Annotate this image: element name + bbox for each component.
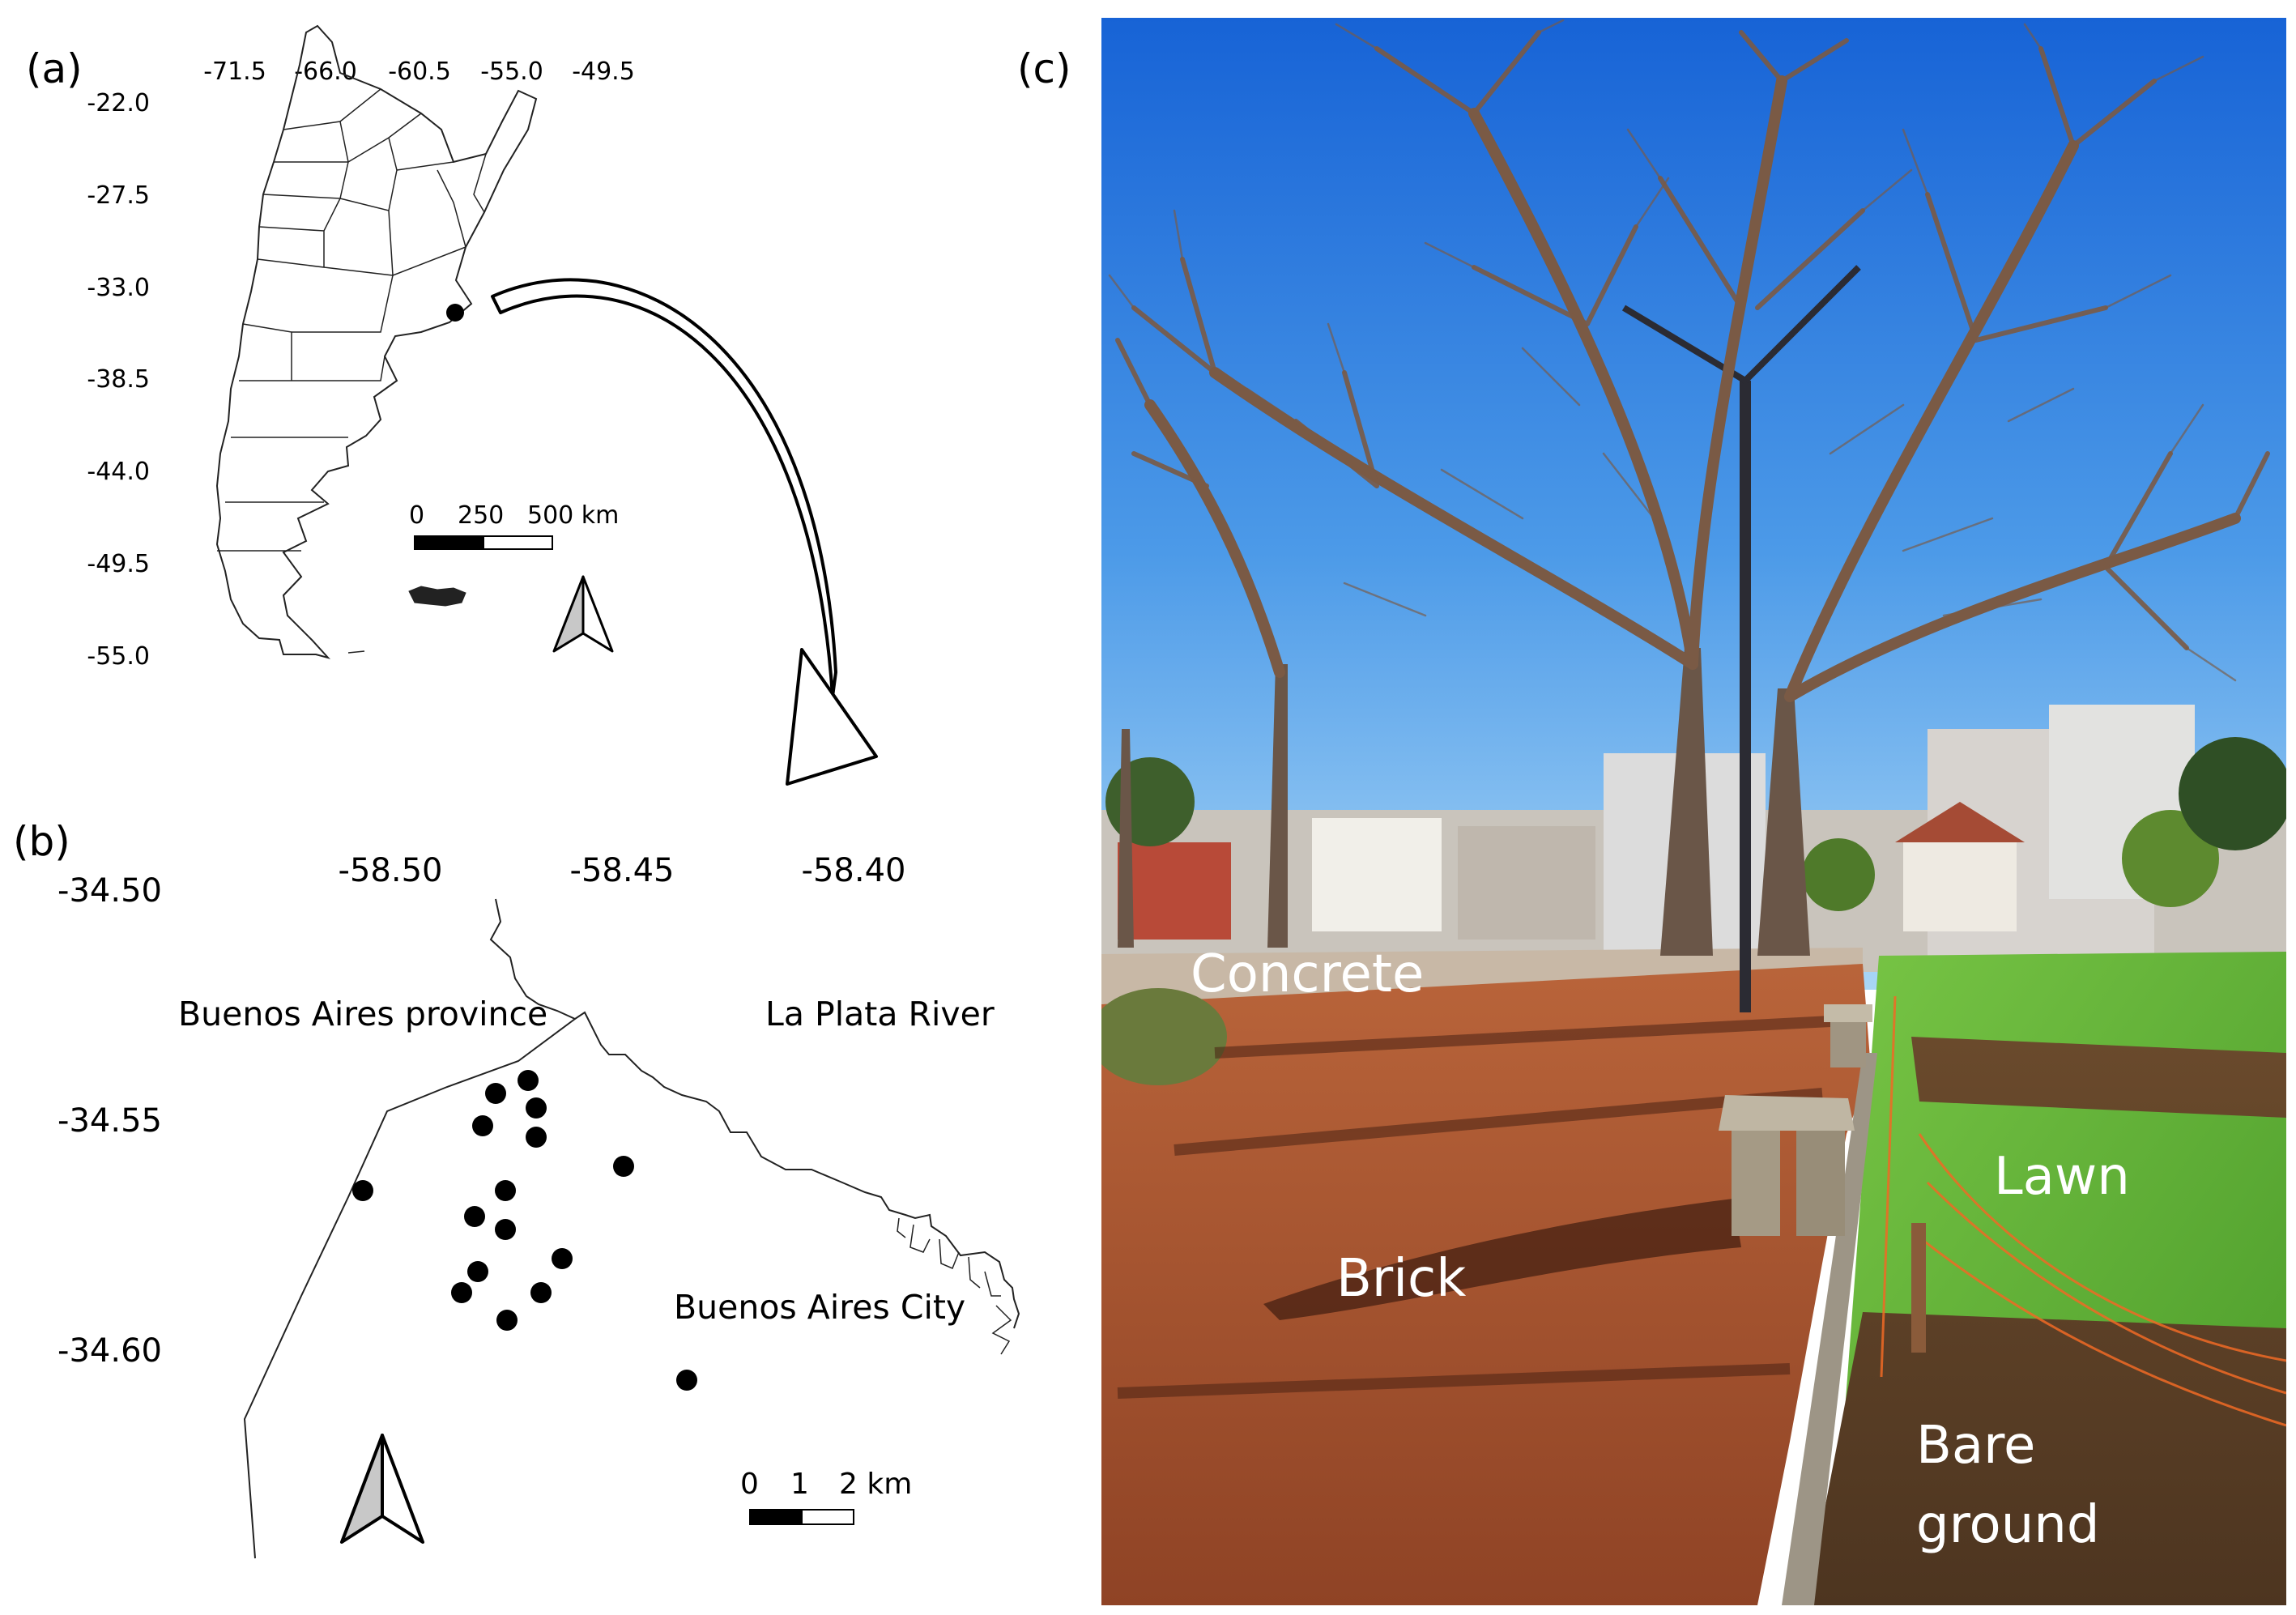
bare-ground-area bbox=[1806, 1037, 2286, 1605]
lon-tick: -71.5 bbox=[203, 58, 266, 86]
label-lawn: Lawn bbox=[1994, 1147, 2130, 1207]
lat-tick: -49.5 bbox=[87, 550, 150, 578]
lamp-post bbox=[1740, 381, 1751, 1012]
port-docks bbox=[897, 1217, 1012, 1355]
scale-label: 1 bbox=[790, 1468, 809, 1501]
label-bare-line2: ground bbox=[1916, 1495, 2099, 1555]
coastline bbox=[489, 898, 1020, 1329]
panel-c: (c) bbox=[1017, 18, 2286, 1605]
site-dot bbox=[518, 1070, 539, 1091]
lat-tick: -55.0 bbox=[87, 642, 150, 671]
bench-shadow bbox=[1263, 1199, 1741, 1320]
panel-a-label: (a) bbox=[26, 45, 83, 92]
label-brick: Brick bbox=[1336, 1249, 1466, 1309]
scale-label: 0 bbox=[409, 501, 424, 530]
staten-island bbox=[347, 650, 365, 654]
lat-tick: -44.0 bbox=[87, 458, 150, 486]
lat-tick: -22.0 bbox=[87, 89, 150, 117]
lon-tick: -49.5 bbox=[572, 58, 635, 86]
argentina-outline bbox=[215, 24, 538, 659]
lon-tick: -58.50 bbox=[339, 852, 443, 889]
lat-tick: -34.55 bbox=[58, 1102, 162, 1140]
tree-branches bbox=[1108, 19, 2270, 702]
panel-b-label: (b) bbox=[13, 818, 70, 865]
site-dot bbox=[496, 1310, 518, 1331]
scale-segment-black bbox=[414, 535, 484, 550]
lat-tick: -27.5 bbox=[87, 181, 150, 210]
label-concrete: Concrete bbox=[1191, 944, 1424, 1004]
lat-tick: -34.60 bbox=[58, 1332, 162, 1370]
panel-a-lon-ticks: -71.5 -66.0 -60.5 -55.0 -49.5 bbox=[203, 58, 635, 86]
site-dot bbox=[451, 1282, 472, 1303]
place-city: Buenos Aires City bbox=[674, 1288, 965, 1327]
general-paz-boundary bbox=[243, 1018, 576, 1559]
lon-tick: -60.5 bbox=[388, 58, 451, 86]
lon-tick: -58.45 bbox=[570, 852, 675, 889]
site-dot bbox=[613, 1156, 634, 1177]
scale-segment-white bbox=[483, 535, 553, 550]
site-dot bbox=[552, 1248, 573, 1269]
place-river: La Plata River bbox=[765, 995, 995, 1033]
site-dot bbox=[495, 1180, 516, 1201]
scale-label: 2 km bbox=[839, 1468, 912, 1501]
site-dot bbox=[530, 1282, 552, 1303]
site-dot bbox=[485, 1083, 506, 1104]
argentina-map bbox=[215, 24, 538, 659]
panel-a-scale-bar: 0 250 500 km bbox=[409, 501, 619, 550]
province-border bbox=[217, 88, 487, 552]
shrub bbox=[1101, 988, 1227, 1085]
orange-fence bbox=[1880, 995, 2286, 1427]
zoom-arrow-icon bbox=[491, 278, 878, 786]
site-dot bbox=[495, 1219, 516, 1240]
scale-label: 250 bbox=[458, 501, 504, 530]
lat-tick: -33.0 bbox=[87, 274, 150, 302]
panel-b-boundaries bbox=[243, 898, 1020, 1559]
scale-segment-white bbox=[801, 1509, 854, 1525]
lat-tick: -38.5 bbox=[87, 365, 150, 394]
north-arrow-icon bbox=[340, 1434, 424, 1544]
panel-b-scale-bar: 0 1 2 km bbox=[740, 1468, 912, 1525]
tree-trunks bbox=[1118, 648, 1810, 956]
north-arrow-icon bbox=[552, 575, 614, 653]
site-dot bbox=[472, 1115, 493, 1136]
site-dot bbox=[464, 1206, 485, 1227]
panel-b-lat-ticks: -34.50 -34.55 -34.60 bbox=[58, 872, 162, 1370]
site-dot bbox=[526, 1127, 547, 1148]
study-area-dot bbox=[446, 304, 464, 322]
sample-sites bbox=[352, 1070, 697, 1391]
panel-a-lat-ticks: -22.0 -27.5 -33.0 -38.5 -44.0 -49.5 -55.… bbox=[87, 89, 150, 671]
lon-tick: -55.0 bbox=[480, 58, 543, 86]
site-dot bbox=[352, 1180, 373, 1201]
panel-a: (a) -71.5 -66.0 -60.5 -55.0 -49.5 -22.0 … bbox=[26, 24, 635, 671]
lon-tick: -58.40 bbox=[802, 852, 906, 889]
scale-segment-black bbox=[749, 1509, 803, 1525]
falkland-islands bbox=[408, 586, 466, 607]
scale-label: 0 bbox=[740, 1468, 759, 1501]
site-dot bbox=[467, 1261, 488, 1282]
panel-b-lon-ticks: -58.50 -58.45 -58.40 bbox=[339, 852, 906, 889]
bench bbox=[1824, 1004, 1872, 1067]
panel-c-label: (c) bbox=[1017, 45, 1071, 92]
curb bbox=[1782, 1053, 1877, 1605]
place-province: Buenos Aires province bbox=[178, 995, 547, 1033]
lon-tick: -66.0 bbox=[294, 58, 357, 86]
park-photo: Concrete Brick Lawn Bare ground bbox=[1101, 18, 2286, 1605]
scale-label: 500 km bbox=[527, 501, 619, 530]
lat-tick: -34.50 bbox=[58, 872, 162, 910]
label-bare-line1: Bare bbox=[1916, 1416, 2035, 1476]
panel-b: (b) -58.50 -58.45 -58.40 -34.50 -34.55 -… bbox=[13, 818, 1020, 1559]
fence-post bbox=[1911, 1223, 1926, 1353]
tree-shadows bbox=[1117, 1015, 1847, 1399]
site-dot bbox=[676, 1370, 697, 1391]
bench bbox=[1719, 1095, 1855, 1236]
site-dot bbox=[526, 1097, 547, 1119]
